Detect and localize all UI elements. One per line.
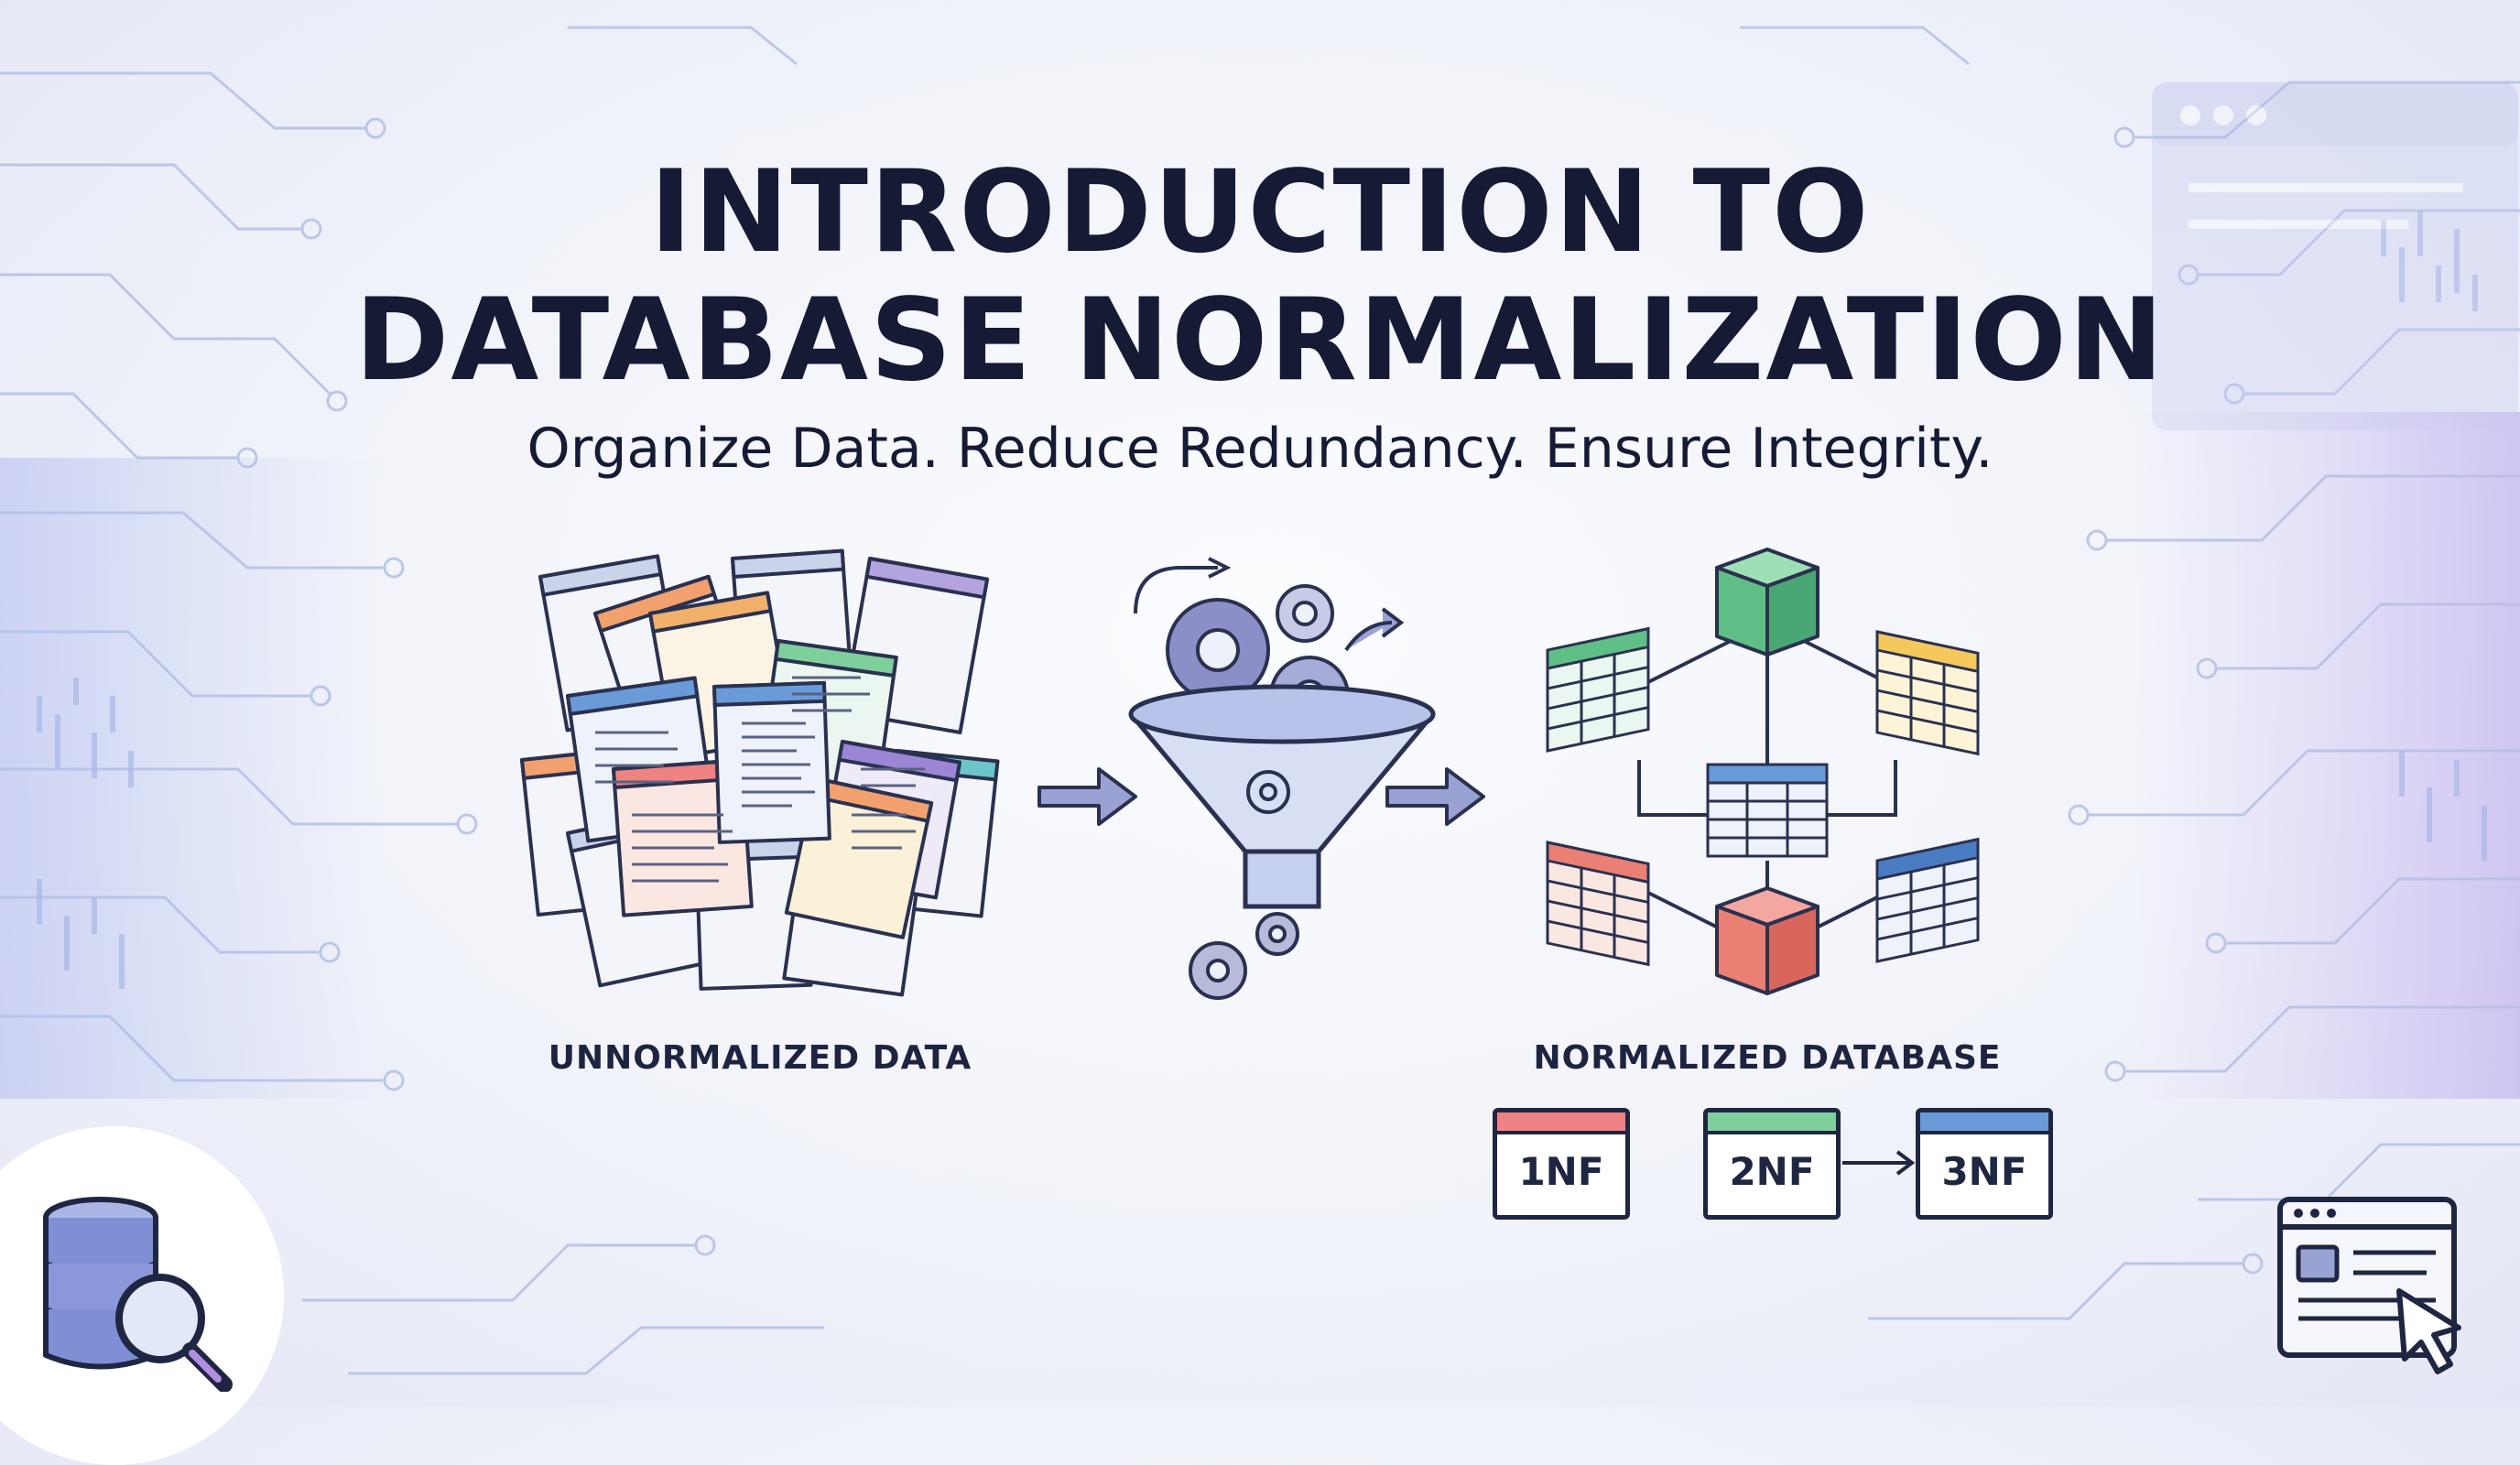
normal-form-3nf: 3NF (1916, 1108, 2053, 1220)
normal-form-2nf: 2NF (1703, 1108, 1841, 1220)
cursor-icon (2396, 1288, 2461, 1374)
nf-label: 3NF (1941, 1149, 2027, 1194)
yellow-table (1875, 630, 1980, 756)
green-cube (1715, 548, 1819, 657)
browser-window-icon (2277, 1197, 2461, 1374)
blue-center-table (1706, 763, 1829, 858)
nf-label: 2NF (1729, 1149, 1815, 1194)
title-line-2: DATABASE NORMALIZATION (354, 275, 2166, 407)
arrow-to-funnel (1037, 767, 1137, 826)
faint-window-decoration (2152, 82, 2518, 430)
nf-arrow-icon (1842, 1150, 1916, 1176)
blue-table (1875, 837, 1980, 963)
subtitle: Organize Data. Reduce Redundancy. Ensure… (527, 417, 1993, 481)
unnormalized-paper-pile (520, 548, 1000, 997)
nf-label: 1NF (1518, 1149, 1604, 1194)
title-line-1: INTRODUCTION TO (649, 146, 1871, 278)
database-search-icon (43, 1197, 233, 1392)
normalized-database-label: NORMALIZED DATABASE (1533, 1039, 2002, 1077)
unnormalized-data-label: UNNORMALIZED DATA (548, 1039, 972, 1077)
nf-header-bar (1708, 1112, 1836, 1134)
nf-header-bar (1497, 1112, 1625, 1134)
normalized-database-network (1546, 548, 1980, 995)
arrow-to-database (1385, 767, 1485, 826)
green-table (1546, 626, 1650, 753)
funnel-icon (1128, 557, 1436, 1000)
circuit-background (0, 26, 2520, 1375)
red-cube (1715, 886, 1819, 995)
red-table (1546, 841, 1650, 967)
normal-form-1nf: 1NF (1493, 1108, 1630, 1220)
nf-header-bar (1920, 1112, 2048, 1134)
